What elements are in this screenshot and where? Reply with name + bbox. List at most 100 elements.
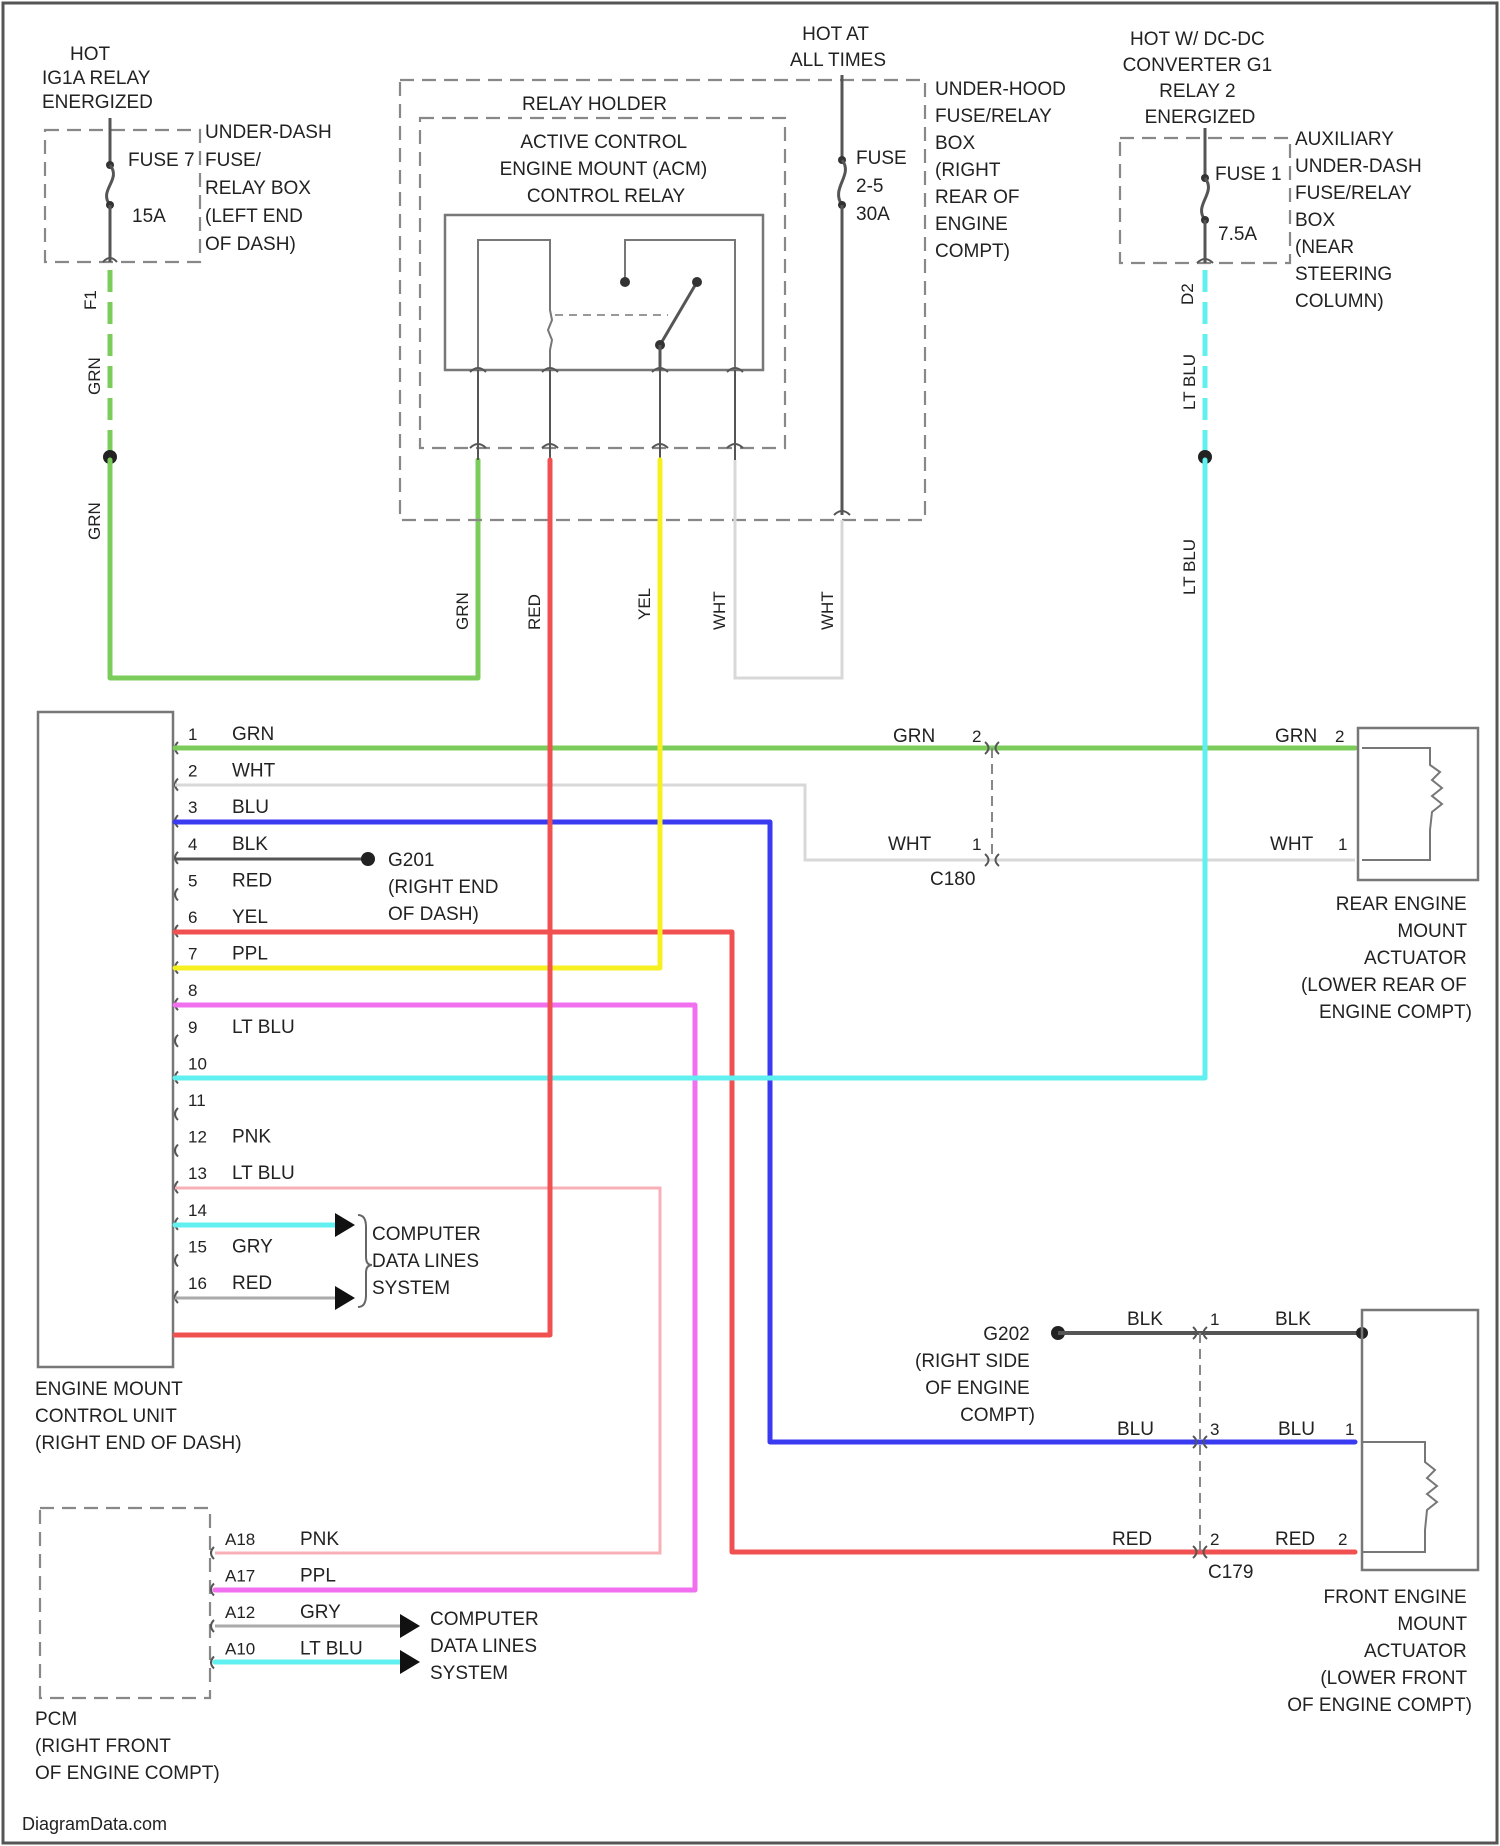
wht-wire-label-right: WHT bbox=[818, 591, 837, 630]
g201-line2: (RIGHT END bbox=[388, 877, 498, 898]
left-box-line2: FUSE/ bbox=[205, 150, 262, 171]
ltblu-label-lower: LT BLU bbox=[1180, 539, 1199, 595]
ecu-pin-number: 7 bbox=[188, 945, 197, 964]
ecu-pin-wire-color: RED bbox=[232, 1273, 272, 1294]
pcm-pin-number: A17 bbox=[225, 1567, 255, 1586]
right-fuse-amp: 7.5A bbox=[1218, 224, 1257, 245]
ecu-pin-wire-color: WHT bbox=[232, 761, 276, 782]
ecu-pin-wire-color: GRY bbox=[232, 1236, 273, 1257]
front-actuator-red-pin: 2 bbox=[1338, 1530, 1347, 1549]
right-box-line1: AUXILIARY bbox=[1295, 129, 1394, 150]
ecu-pin-number: 16 bbox=[188, 1274, 207, 1293]
center-source-line2: ALL TIMES bbox=[790, 50, 886, 71]
wht-c180-label: WHT bbox=[888, 834, 932, 855]
left-source-line2: IG1A RELAY bbox=[42, 68, 151, 89]
pcm-data-line1: COMPUTER bbox=[430, 1609, 539, 1630]
ecu-pin-number: 1 bbox=[188, 725, 197, 744]
left-source-line3: ENERGIZED bbox=[42, 92, 153, 113]
grn-c180-label: GRN bbox=[893, 726, 935, 747]
ecu-pin-number: 13 bbox=[188, 1164, 207, 1183]
c179-blk-pin: 1 bbox=[1210, 1310, 1219, 1329]
right-source-line3: RELAY 2 bbox=[1159, 81, 1235, 102]
right-source-line2: CONVERTER G1 bbox=[1123, 55, 1273, 76]
relay-holder-label: RELAY HOLDER bbox=[522, 94, 667, 115]
ecu-pin-wire-color: PPL bbox=[232, 944, 268, 965]
g202-line2: (RIGHT SIDE bbox=[915, 1351, 1030, 1372]
yel-relay-label: YEL bbox=[635, 588, 654, 620]
front-actuator-line1: FRONT ENGINE bbox=[1324, 1587, 1467, 1608]
center-fuse-line1: FUSE bbox=[856, 148, 907, 169]
g201-line3: OF DASH) bbox=[388, 904, 479, 925]
rear-actuator-line1: REAR ENGINE bbox=[1336, 894, 1467, 915]
center-box-line1: UNDER-HOOD bbox=[935, 79, 1066, 100]
front-actuator-line3: ACTUATOR bbox=[1364, 1641, 1467, 1662]
rear-actuator-wht-pin: 1 bbox=[1338, 835, 1347, 854]
c179-blu-pin: 3 bbox=[1210, 1420, 1219, 1439]
right-fuse-label: FUSE 1 bbox=[1215, 164, 1282, 185]
ecu-pin-wire-color: GRN bbox=[232, 724, 274, 745]
pcm-pin-wire-color: GRY bbox=[300, 1602, 341, 1623]
c180-wht-pin: 1 bbox=[972, 835, 981, 854]
right-term-label: D2 bbox=[1178, 283, 1197, 305]
blu-actuator-label: BLU bbox=[1278, 1419, 1315, 1440]
right-box-line2: UNDER-DASH bbox=[1295, 156, 1422, 177]
c179-label: C179 bbox=[1208, 1562, 1253, 1583]
grn-actuator-label: GRN bbox=[1275, 726, 1317, 747]
center-box-line4: (RIGHT bbox=[935, 160, 1001, 181]
pcm-pin-number: A10 bbox=[225, 1640, 255, 1659]
ecu-data-line1: COMPUTER bbox=[372, 1224, 481, 1245]
relay-name-line2: ENGINE MOUNT (ACM) bbox=[500, 159, 708, 180]
pcm-pin-number: A12 bbox=[225, 1603, 255, 1622]
g202-line3: OF ENGINE bbox=[925, 1378, 1030, 1399]
pcm-data-line2: DATA LINES bbox=[430, 1636, 537, 1657]
center-box-line2: FUSE/RELAY bbox=[935, 106, 1052, 127]
pcm-pin-wire-color: LT BLU bbox=[300, 1639, 363, 1660]
rear-actuator-grn-pin: 2 bbox=[1335, 727, 1344, 746]
ecu-data-line3: SYSTEM bbox=[372, 1278, 450, 1299]
c179-red-pin: 2 bbox=[1210, 1530, 1219, 1549]
ecu-pin-wire-color: BLK bbox=[232, 834, 268, 855]
g202-blk-label: BLK bbox=[1127, 1309, 1163, 1330]
red-actuator-label: RED bbox=[1275, 1529, 1315, 1550]
front-actuator-line5: OF ENGINE COMPT) bbox=[1287, 1695, 1472, 1716]
ltblu-label-upper: LT BLU bbox=[1180, 354, 1199, 410]
ecu-pin-number: 6 bbox=[188, 908, 197, 927]
blu-c179-label: BLU bbox=[1117, 1419, 1154, 1440]
ecu-line3: (RIGHT END OF DASH) bbox=[35, 1433, 242, 1454]
front-actuator-line2: MOUNT bbox=[1397, 1614, 1467, 1635]
ecu-pin-wire-color: RED bbox=[232, 870, 272, 891]
ecu-pin-number: 12 bbox=[188, 1128, 207, 1147]
pcm-line1: PCM bbox=[35, 1709, 77, 1730]
right-source-line1: HOT W/ DC-DC bbox=[1130, 29, 1265, 50]
c180-grn-pin: 2 bbox=[972, 727, 981, 746]
ecu-pin-wire-color: BLU bbox=[232, 797, 269, 818]
g201-ground-dot bbox=[361, 852, 375, 866]
left-box-line4: (LEFT END bbox=[205, 206, 303, 227]
center-fuse-line2: 2-5 bbox=[856, 176, 883, 197]
ecu-pin-number: 11 bbox=[188, 1091, 206, 1110]
center-fuse-amp: 30A bbox=[856, 204, 890, 225]
relay-name-line1: ACTIVE CONTROL bbox=[520, 132, 686, 153]
g201-line1: G201 bbox=[388, 850, 434, 871]
ecu-pin-number: 2 bbox=[188, 762, 197, 781]
center-box-line6: ENGINE bbox=[935, 214, 1008, 235]
pcm-pin-wire-color: PPL bbox=[300, 1566, 336, 1587]
relay-switch-tip bbox=[692, 277, 702, 287]
center-box-line7: COMPT) bbox=[935, 241, 1010, 262]
ecu-pin-number: 14 bbox=[188, 1201, 207, 1220]
ecu-pin-wire-color: LT BLU bbox=[232, 1017, 295, 1038]
ecu-line2: CONTROL UNIT bbox=[35, 1406, 177, 1427]
ecu-pin-number: 8 bbox=[188, 981, 197, 1000]
ecu-pin-number: 3 bbox=[188, 798, 197, 817]
left-box-line5: OF DASH) bbox=[205, 234, 296, 255]
ecu-pin-number: 5 bbox=[188, 871, 197, 890]
rear-actuator-line3: ACTUATOR bbox=[1364, 948, 1467, 969]
left-fuse-label: FUSE 7 bbox=[128, 150, 195, 171]
rear-actuator-line5: ENGINE COMPT) bbox=[1319, 1002, 1472, 1023]
center-box-line3: BOX bbox=[935, 133, 975, 154]
ecu-data-line2: DATA LINES bbox=[372, 1251, 479, 1272]
front-actuator-blu-pin: 1 bbox=[1345, 1420, 1354, 1439]
g202-line1: G202 bbox=[983, 1324, 1029, 1345]
left-term-label: F1 bbox=[81, 290, 100, 310]
rear-actuator-line4: (LOWER REAR OF bbox=[1301, 975, 1467, 996]
